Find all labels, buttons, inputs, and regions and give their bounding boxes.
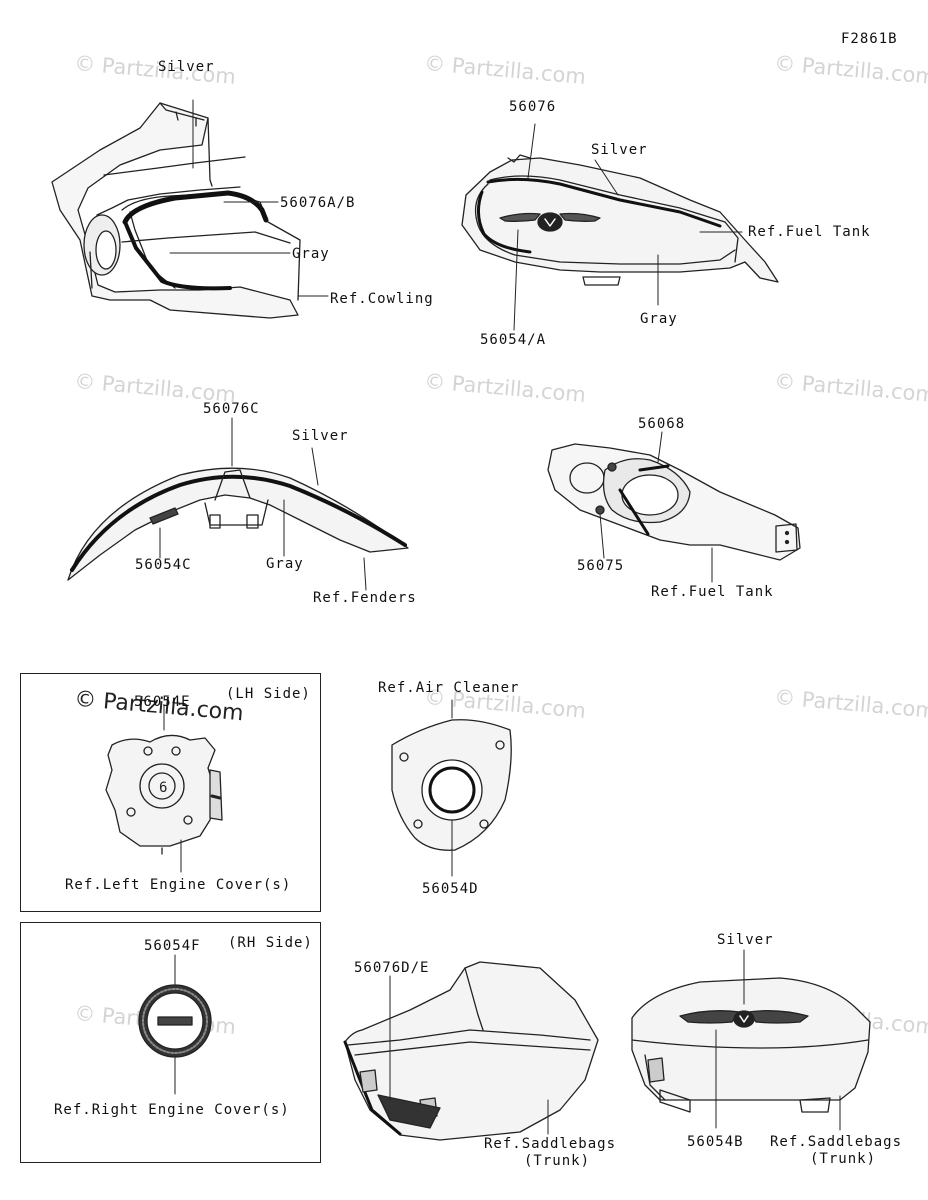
tank-cover-drawing	[547, 431, 801, 583]
label-fender-silver: Silver	[292, 428, 349, 444]
label-air-part: 56054D	[422, 881, 479, 897]
trunk-drawing	[631, 949, 871, 1131]
fuel-tank-drawing	[461, 123, 779, 331]
label-air-ref: Ref.Air Cleaner	[378, 680, 520, 696]
label-trunk-ref-2: (Trunk)	[810, 1151, 877, 1167]
label-tank-emblem: 56054/A	[480, 332, 547, 348]
lh-side-box	[20, 673, 321, 912]
label-tankcover-part: 56068	[638, 416, 686, 432]
emblem-numeral: 6	[159, 780, 167, 796]
label-cowl-silver: Silver	[158, 59, 215, 75]
saddlebag-drawing	[343, 961, 599, 1141]
label-cowl-ref: Ref.Cowling	[330, 291, 434, 307]
label-bag-ref-2: (Trunk)	[524, 1153, 591, 1169]
fender-drawing	[67, 417, 409, 591]
label-tank-ref: Ref.Fuel Tank	[748, 224, 871, 240]
air-cleaner-drawing	[391, 699, 512, 877]
label-lh-part: 56054E	[134, 694, 191, 710]
figure-code: F2861B	[841, 31, 898, 47]
cowling-drawing	[51, 99, 329, 319]
label-trunk-ref-1: Ref.Saddlebags	[770, 1134, 903, 1150]
label-tank-gray: Gray	[640, 311, 678, 327]
label-trunk-emblem: 56054B	[687, 1134, 744, 1150]
label-trunk-silver: Silver	[717, 932, 774, 948]
lh-engine-cover-drawing	[105, 705, 223, 873]
label-fender-part: 56076C	[203, 401, 260, 417]
label-lh-side: (LH Side)	[226, 686, 311, 702]
label-bag-ref-1: Ref.Saddlebags	[484, 1136, 617, 1152]
label-tank-part: 56076	[509, 99, 557, 115]
label-fender-emblem: 56054C	[135, 557, 192, 573]
label-lh-ref: Ref.Left Engine Cover(s)	[65, 877, 292, 893]
label-rh-part: 56054F	[144, 938, 201, 954]
label-cowl-gray: Gray	[292, 246, 330, 262]
label-fender-ref: Ref.Fenders	[313, 590, 417, 606]
label-fender-gray: Gray	[266, 556, 304, 572]
label-tankcover-emblem: 56075	[577, 558, 625, 574]
label-rh-ref: Ref.Right Engine Cover(s)	[54, 1102, 290, 1118]
label-bag-part: 56076D/E	[354, 960, 430, 976]
rh-side-box	[20, 922, 321, 1163]
label-rh-side: (RH Side)	[228, 935, 313, 951]
label-tankcover-ref: Ref.Fuel Tank	[651, 584, 774, 600]
rh-engine-cover-drawing	[138, 954, 212, 1095]
label-cowl-part: 56076A/B	[280, 195, 356, 211]
label-tank-silver: Silver	[591, 142, 648, 158]
